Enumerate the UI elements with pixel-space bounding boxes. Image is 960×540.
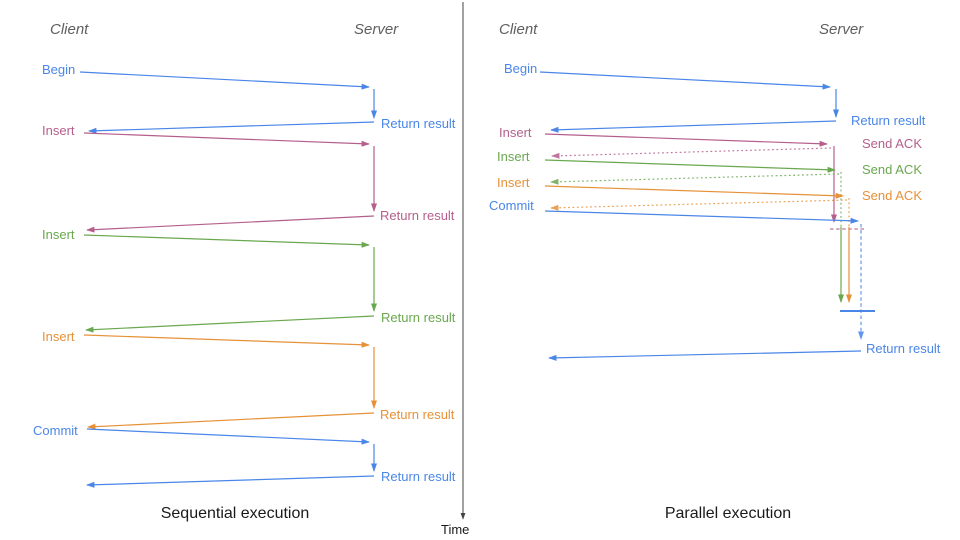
seq-commit-exchange <box>86 428 377 488</box>
seq-response-label-insert1: Return result <box>380 208 455 223</box>
seq-response-label-begin: Return result <box>381 116 456 131</box>
par-client-header: Client <box>499 21 538 38</box>
par-ack-label-insert1: Send ACK <box>862 136 922 151</box>
seq-request-label-begin: Begin <box>42 62 76 77</box>
seq-request-label-insert3: Insert <box>42 329 75 344</box>
par-caption: Parallel execution <box>664 505 792 522</box>
par-commit-exchange <box>544 210 875 361</box>
par-begin-exchange <box>539 71 839 133</box>
par-request-label-commit: Commit <box>489 198 534 213</box>
par-insert1-ack-arrow <box>551 147 832 159</box>
seq-insert1-return-arrow <box>86 215 375 233</box>
par-ack-label-insert3: Send ACK <box>862 188 922 203</box>
par-insert2-exchange <box>544 159 844 303</box>
seq-begin-request-arrow <box>79 71 370 90</box>
seq-commit-request-arrow <box>86 428 370 445</box>
seq-insert3-return-arrow <box>87 412 375 430</box>
par-request-label-insert1: Insert <box>499 125 532 140</box>
seq-insert2-return-arrow <box>85 315 375 333</box>
par-insert3-exchange <box>544 185 852 303</box>
seq-request-label-commit: Commit <box>33 423 78 438</box>
time-axis-label: Time <box>441 522 470 537</box>
seq-caption: Sequential execution <box>160 505 310 522</box>
par-insert1-exchange <box>544 133 864 230</box>
par-commit-request-arrow <box>544 210 859 224</box>
par-begin-request-arrow <box>539 71 831 90</box>
par-insert1-request-arrow <box>544 133 828 147</box>
seq-server-header: Server <box>354 21 399 38</box>
par-ack-label-insert2: Send ACK <box>862 162 922 177</box>
seq-insert2-exchange <box>83 234 377 333</box>
par-server-header: Server <box>819 21 864 38</box>
par-insert2-request-arrow <box>544 159 836 173</box>
seq-insert3-request-arrow <box>83 334 370 348</box>
par-insert2-ack-arrow <box>550 173 840 185</box>
seq-begin-return-arrow <box>88 121 375 134</box>
par-insert3-request-arrow <box>544 185 844 199</box>
seq-request-label-insert1: Insert <box>42 123 75 138</box>
seq-insert3-exchange <box>83 334 377 430</box>
seq-response-label-commit: Return result <box>381 469 456 484</box>
par-insert3-ack-arrow <box>550 199 848 211</box>
seq-insert1-request-arrow <box>83 132 370 147</box>
par-begin-return-arrow <box>550 120 837 133</box>
seq-request-label-insert2: Insert <box>42 227 75 242</box>
seq-client-header: Client <box>50 21 89 38</box>
par-request-label-begin: Begin <box>504 61 538 76</box>
par-final-response-label: Return result <box>866 341 941 356</box>
par-request-label-insert3: Insert <box>497 175 530 190</box>
seq-response-label-insert2: Return result <box>381 310 456 325</box>
seq-insert1-exchange <box>83 132 377 233</box>
seq-begin-exchange <box>79 71 377 134</box>
par-response-label-begin: Return result <box>851 113 926 128</box>
par-request-label-insert2: Insert <box>497 149 530 164</box>
seq-commit-return-arrow <box>86 475 375 488</box>
par-final-return-arrow <box>548 350 862 361</box>
seq-response-label-insert3: Return result <box>380 407 455 422</box>
seq-insert2-request-arrow <box>83 234 370 248</box>
